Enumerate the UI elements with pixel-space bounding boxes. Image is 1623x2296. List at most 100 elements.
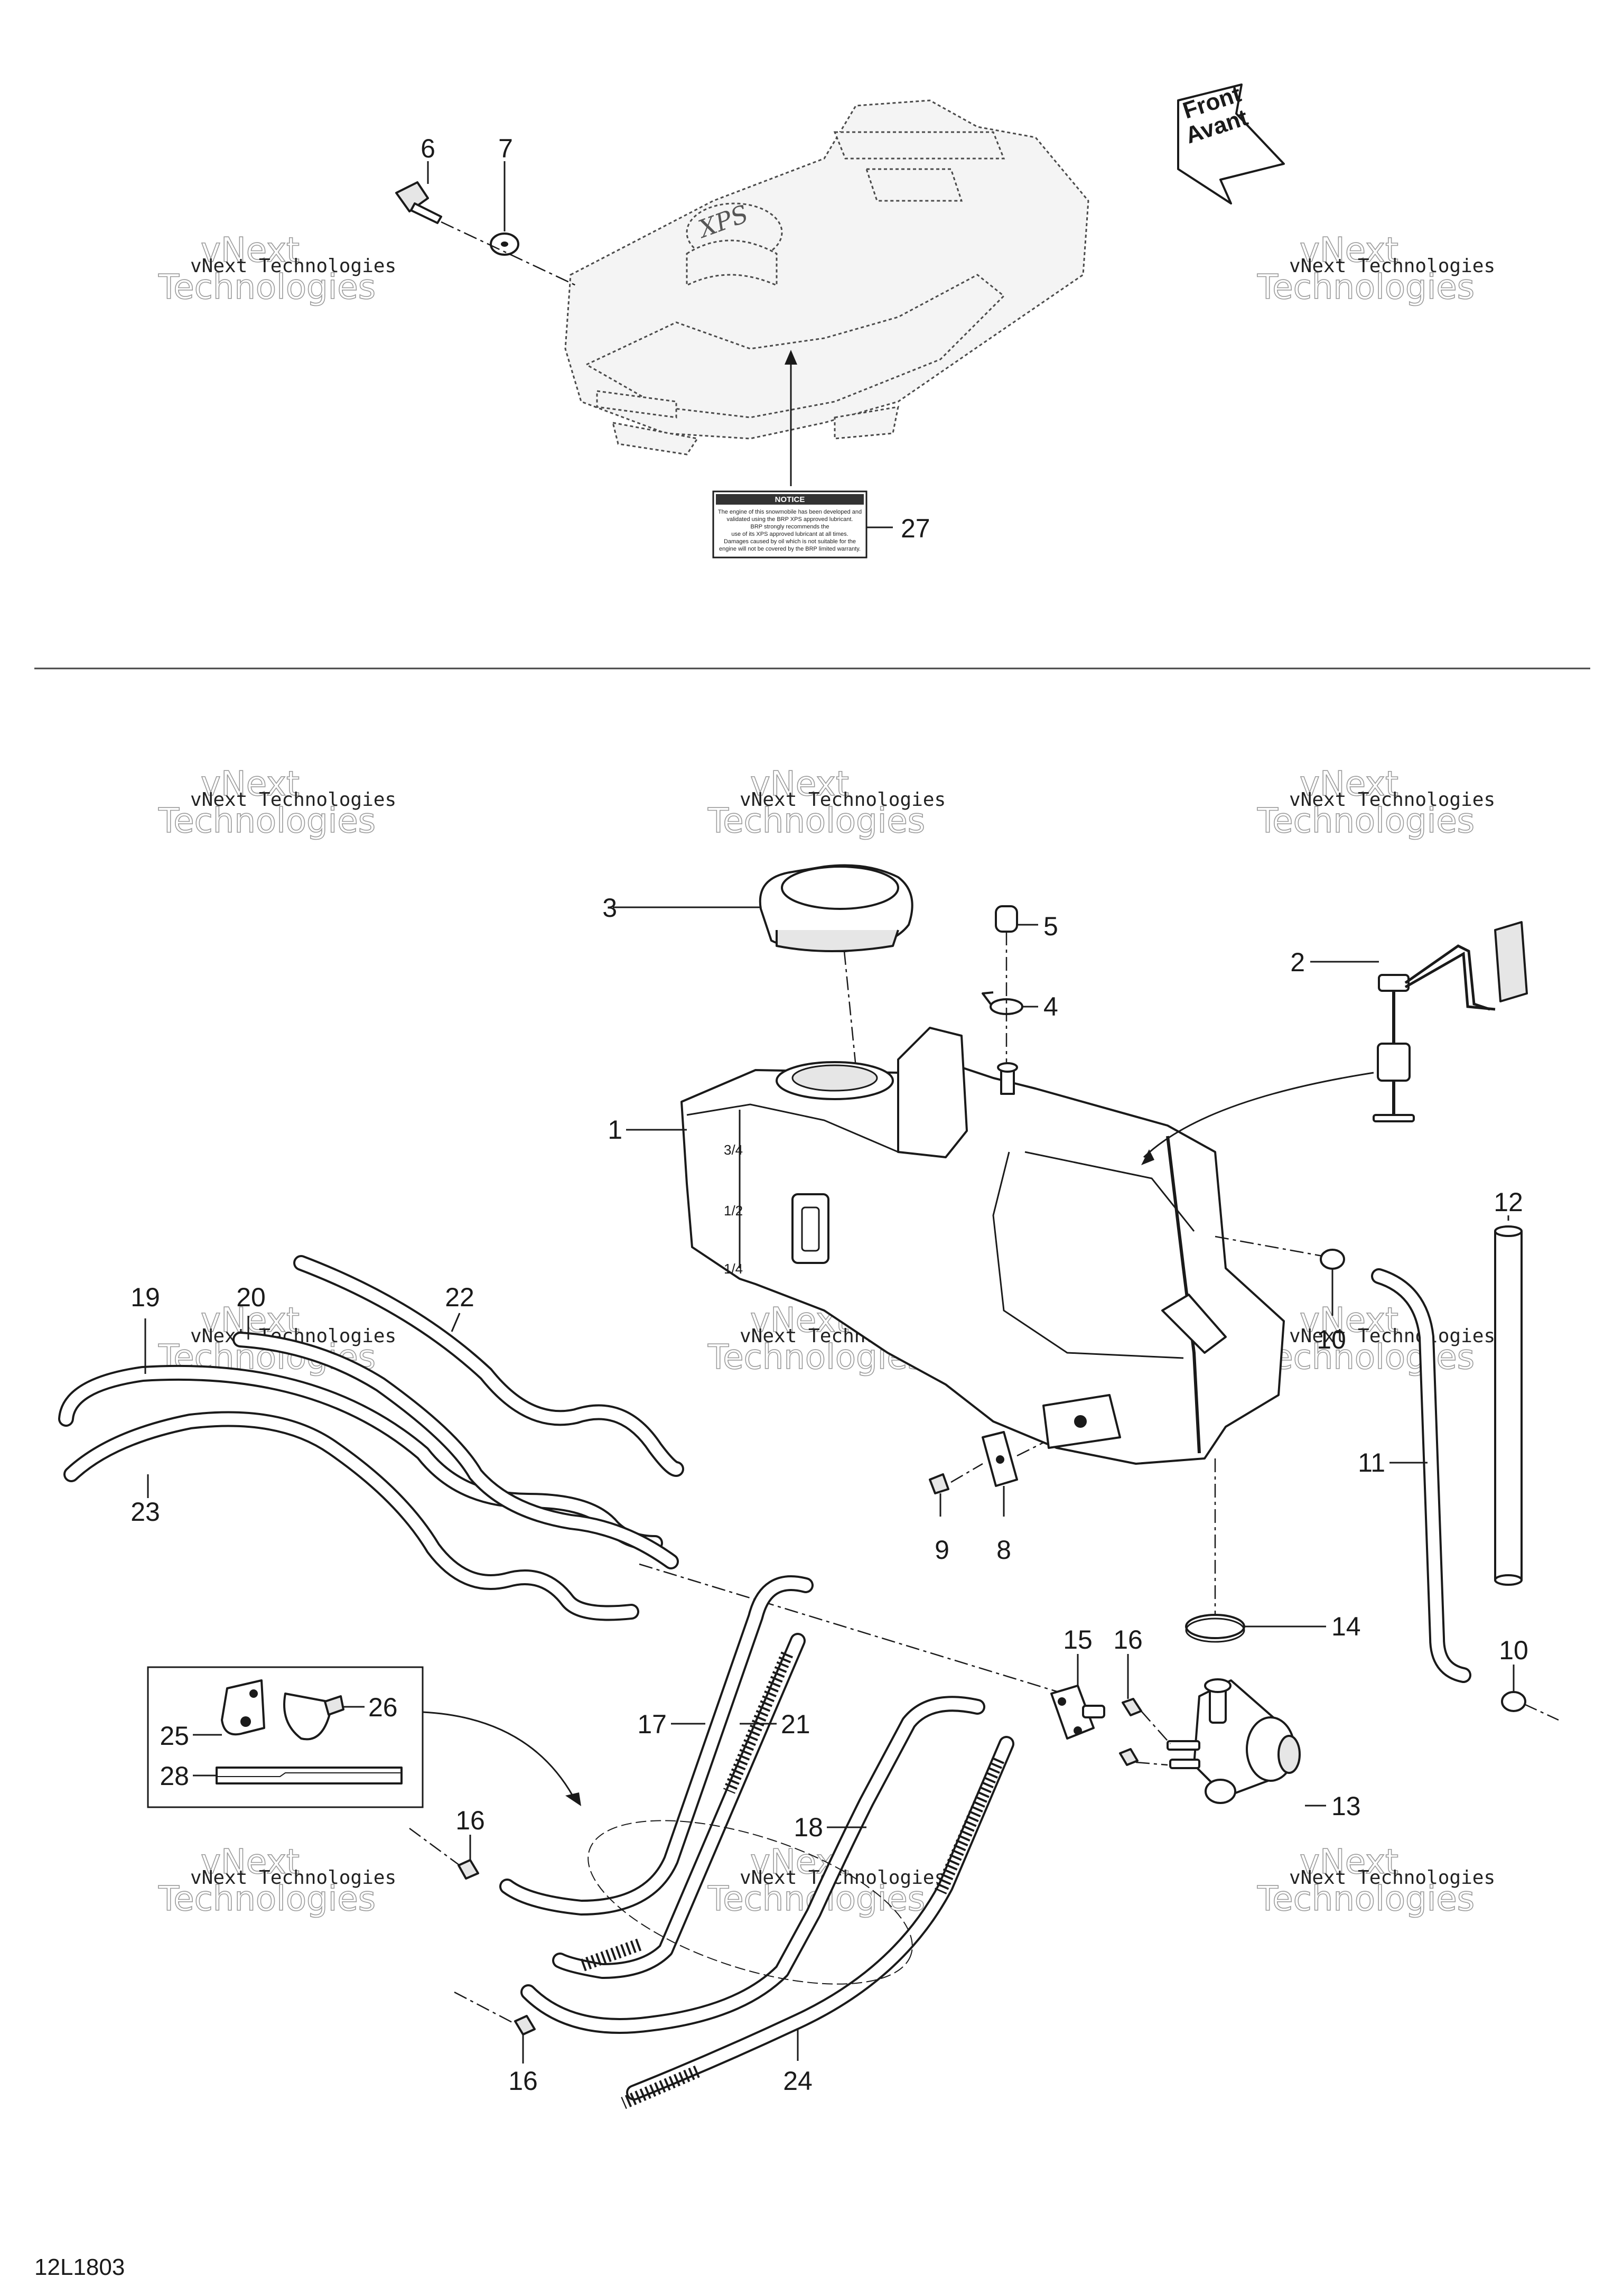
- clamp-10-lower: [1501, 1665, 1526, 1712]
- screw-6: [395, 161, 442, 224]
- callout-27: 27: [901, 514, 930, 543]
- callout-20: 20: [236, 1282, 266, 1312]
- hose-12: [1494, 1215, 1523, 1586]
- watermark-top-right: vNext Technologies vNext Technologies: [1256, 230, 1495, 308]
- callout-10-upper: 10: [1317, 1325, 1346, 1354]
- watermark-mid1-right: vNext Technologies vNext Technologies: [1256, 764, 1495, 841]
- watermark-big-line1: vNext: [201, 231, 300, 270]
- watermark-small: vNext Technologies: [740, 789, 946, 811]
- clip-26: [283, 1693, 365, 1741]
- watermark-big-line1: vNext: [1300, 1843, 1398, 1882]
- callout-28: 28: [160, 1761, 189, 1791]
- callout-16-upper: 16: [1113, 1625, 1143, 1654]
- svg-text:3/4: 3/4: [724, 1142, 743, 1158]
- watermark-big-line1: vNext: [201, 765, 300, 804]
- callout-16-bottom: 16: [508, 2066, 538, 2096]
- watermark-big-line1: vNext: [1300, 231, 1398, 270]
- watermark-big-line2: Technologies: [1257, 1338, 1475, 1377]
- bracket-25: [193, 1679, 265, 1736]
- decal-line-6: engine will not be covered by the BRP li…: [719, 546, 861, 552]
- filler-cap-3: [613, 864, 913, 952]
- watermark-small: vNext Technologies: [1289, 1325, 1495, 1347]
- svg-text:1/2: 1/2: [724, 1203, 743, 1219]
- callout-21: 21: [781, 1709, 810, 1739]
- nut-16-mid: [458, 1835, 479, 1880]
- watermark-small: vNext Technologies: [190, 789, 396, 811]
- decal-line-5: Damages caused by oil which is not suita…: [724, 538, 856, 545]
- watermark-top-left: vNext Technologies vNext Technologies: [157, 230, 396, 308]
- hose-24: [621, 1736, 1014, 2109]
- watermark-big-line1: vNext: [750, 765, 849, 804]
- callout-25: 25: [160, 1721, 189, 1751]
- oil-tank-1: 3/4 1/2 1/4: [626, 1027, 1285, 1465]
- decal-leader: [785, 350, 797, 486]
- watermark-small: vNext Technologies: [1289, 789, 1495, 811]
- watermark-mid2-right: vNext Technologies vNext Technologies: [1256, 1300, 1495, 1378]
- hose-11: [1371, 1268, 1471, 1683]
- decal-line-2: validated using the BRP XPS approved lub…: [727, 516, 853, 523]
- watermark-big-line2: Technologies: [158, 1880, 376, 1919]
- decal-line-3: BRP strongly recommends the: [751, 524, 829, 530]
- nut-16-bottom: [514, 2015, 536, 2063]
- callout-10-lower: 10: [1499, 1635, 1528, 1665]
- nut-16-upper: [1122, 1654, 1142, 1716]
- watermark-bottom-right: vNext Technologies vNext Technologies: [1256, 1842, 1495, 1919]
- callout-17: 17: [637, 1709, 667, 1739]
- callout-8: 8: [996, 1535, 1011, 1565]
- callout-11: 11: [1358, 1448, 1385, 1477]
- callout-4: 4: [1043, 992, 1058, 1021]
- callout-12: 12: [1494, 1187, 1523, 1217]
- hose-20: [232, 1316, 679, 1569]
- watermark-bottom-left: vNext Technologies vNext Technologies: [157, 1842, 396, 1919]
- decal-line-1: The engine of this snowmobile has been d…: [718, 509, 862, 515]
- callout-16-mid: 16: [455, 1806, 485, 1835]
- decal-line-4: use of its XPS approved lubricant at all…: [731, 531, 848, 537]
- watermark-big-line1: vNext: [1300, 765, 1398, 804]
- callout-19: 19: [130, 1282, 160, 1312]
- strip-28: [193, 1767, 403, 1784]
- washer-7: [490, 161, 519, 256]
- level-sensor-2: [1141, 921, 1528, 1165]
- watermark-small: vNext Technologies: [740, 1867, 946, 1889]
- callout-13: 13: [1331, 1791, 1361, 1821]
- clamp-10-upper: [1320, 1249, 1345, 1316]
- oil-pump-13: [1167, 1678, 1326, 1807]
- drawing-code: 12L1803: [34, 2254, 125, 2280]
- watermark-small: vNext Technologies: [1289, 255, 1495, 277]
- watermark-big-line2: Technologies: [158, 268, 376, 307]
- callout-labels: 6 7 27 3 5 4 2 1 12 19 20 22 10 11 23 9 …: [130, 134, 1528, 2096]
- callout-7: 7: [498, 134, 513, 163]
- watermark-big-line1: vNext: [201, 1843, 300, 1882]
- watermark-small: vNext Technologies: [190, 255, 396, 277]
- watermark-big-line2: Technologies: [1257, 268, 1475, 307]
- callout-2: 2: [1290, 947, 1305, 977]
- watermark-big-line2: Technologies: [1257, 1880, 1475, 1919]
- callout-1: 1: [608, 1115, 622, 1145]
- notice-decal: NOTICE The engine of this snowmobile has…: [712, 490, 893, 559]
- watermark-mid1-left: vNext Technologies vNext Technologies: [157, 764, 396, 841]
- callout-22: 22: [445, 1282, 474, 1312]
- decal-title: NOTICE: [775, 495, 805, 504]
- hose-22: [293, 1255, 684, 1477]
- callout-6: 6: [421, 134, 435, 163]
- vehicle-body-ghost: XPS: [564, 99, 1089, 456]
- callout-18: 18: [794, 1812, 823, 1842]
- clamp-4: [982, 991, 1038, 1015]
- watermark-small: vNext Technologies: [190, 1867, 396, 1889]
- callout-26: 26: [368, 1693, 398, 1722]
- watermark-big-line2: Technologies: [158, 802, 376, 841]
- svg-text:1/4: 1/4: [724, 1261, 743, 1277]
- watermark-big-line2: Technologies: [1257, 802, 1475, 841]
- cap-5: [995, 905, 1038, 933]
- nut-16-under: [1119, 1748, 1139, 1766]
- inset-box: [147, 1666, 424, 1808]
- watermark-big-line1: vNext: [1300, 1301, 1398, 1340]
- hose-21: [552, 1633, 806, 1979]
- screw-9: [929, 1473, 949, 1517]
- hose-19: [58, 1318, 663, 1551]
- watermark-big-line2: Technologies: [707, 802, 925, 841]
- callout-9: 9: [935, 1535, 949, 1565]
- clamp-14: [1185, 1614, 1326, 1643]
- fitting-15: [1050, 1654, 1105, 1740]
